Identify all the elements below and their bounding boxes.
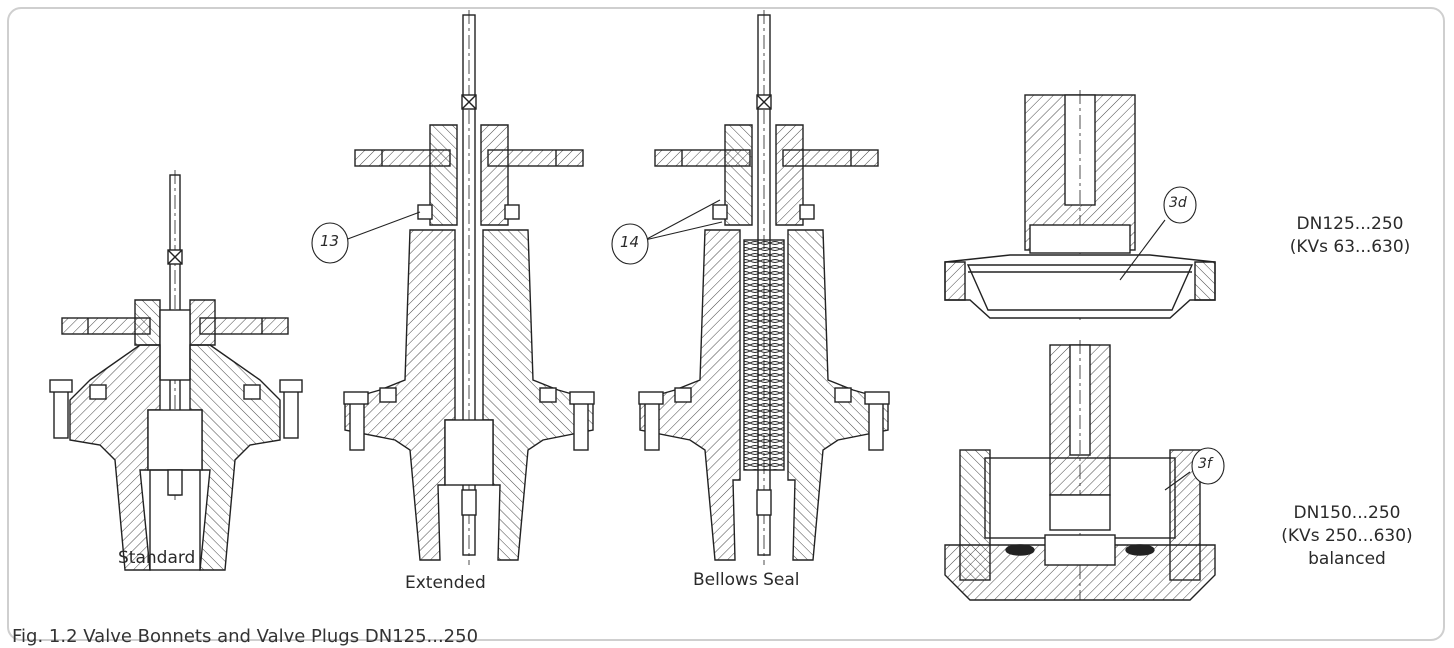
figure-caption: Fig. 1.2 Valve Bonnets and Valve Plugs D… [12, 626, 479, 647]
plug-3d-spec-line2: (KVs 63...630) [1289, 237, 1411, 257]
bellows-seal-bonnet-drawing [638, 10, 890, 565]
callout-3f-label: 3f [1198, 456, 1212, 472]
callout-circle-3d [1163, 186, 1197, 224]
callout-14-label: 14 [620, 233, 640, 251]
callout-leaders [311, 186, 1225, 491]
standard-label: Standard [118, 548, 196, 568]
bellows-seal-label: Bellows Seal [693, 570, 800, 590]
plug-3f-spec-line3: balanced [1308, 549, 1386, 569]
plug-3f-spec-line1: DN150...250 [1293, 503, 1401, 523]
callout-3d-label: 3d [1169, 195, 1187, 211]
plug-3d-drawing [944, 90, 1216, 320]
plug-3f-drawing [944, 340, 1216, 601]
plug-3d-spec-line1: DN125...250 [1296, 214, 1404, 234]
callout-circle-13 [311, 222, 349, 264]
figure-frame [7, 7, 1445, 641]
plug-3f-spec: DN150...250 (KVs 250...630) balanced [1272, 502, 1422, 571]
plug-3f-spec-line2: (KVs 250...630) [1281, 526, 1413, 546]
callout-circle-14 [611, 223, 649, 265]
standard-bonnet-drawing [49, 170, 303, 571]
extended-bonnet-drawing [343, 10, 595, 565]
callout-circle-3f [1191, 447, 1225, 485]
callout-13-label: 13 [320, 232, 340, 250]
plug-3d-spec: DN125...250 (KVs 63...630) [1280, 213, 1420, 259]
extended-label: Extended [405, 573, 486, 593]
